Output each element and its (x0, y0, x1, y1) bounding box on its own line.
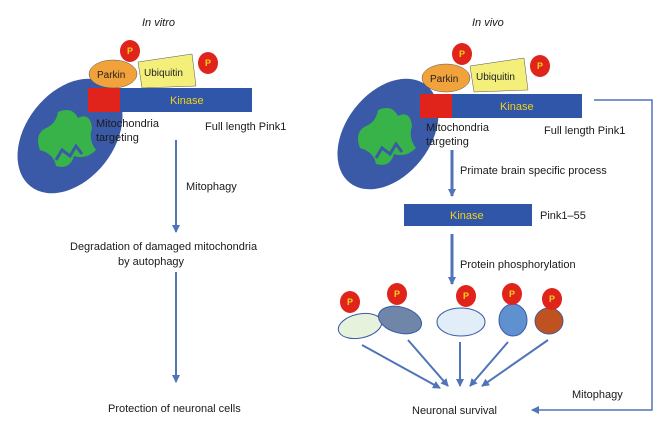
phospho-badge: P (452, 43, 472, 65)
phospho-badge: P (198, 52, 218, 74)
primate-process-label: Primate brain specific process (460, 165, 607, 177)
svg-text:P: P (394, 289, 400, 299)
mitophagy-label-left: Mitophagy (186, 181, 237, 193)
ubiquitin-right (469, 57, 529, 93)
svg-text:P: P (127, 46, 133, 56)
pink1-55-kinase (404, 204, 532, 226)
substrate-2: P (377, 283, 423, 335)
kinase-label-left: Kinase (170, 95, 204, 107)
ubiquitin-label-left: Ubiquitin (144, 68, 183, 79)
in-vitro-heading: In vitro (142, 17, 175, 29)
arrow-substrate-1 (361, 344, 441, 389)
kinase-domain-left (120, 88, 252, 112)
parkin-label-left: Parkin (97, 70, 125, 81)
svg-text:P: P (347, 297, 353, 307)
kinase-domain-right (452, 94, 582, 118)
degradation-label: Degradation of damaged mitochondria (70, 241, 258, 253)
mito-targeting-domain-right (420, 94, 452, 118)
arrow-mitophagy-right (531, 99, 653, 414)
arrow-substrate-5 (481, 339, 549, 387)
mitophagy-label-right: Mitophagy (572, 389, 623, 401)
svg-text:P: P (459, 49, 465, 59)
substrate-4: P (498, 283, 528, 337)
substrate-5: P (534, 288, 564, 335)
phospho-badge: P (530, 55, 550, 77)
protein-phosphorylation-label: Protein phosphorylation (460, 259, 576, 271)
mito-targeting-label-right: Mitochondria (426, 122, 490, 134)
arrow-substrate-2 (407, 339, 449, 387)
ubiquitin-label-right: Ubiquitin (476, 72, 515, 83)
mito-targeting-label-left: Mitochondria (96, 118, 160, 130)
mito-targeting-domain-left (88, 88, 120, 112)
mitochondrion-right (337, 78, 439, 190)
phospho-badge: P (120, 40, 140, 62)
parkin-label-right: Parkin (430, 74, 458, 85)
svg-text:P: P (537, 61, 543, 71)
full-length-pink1-right: Full length Pink1 (544, 125, 625, 137)
mito-targeting-label-right-2: targeting (426, 136, 469, 148)
parkin-left (88, 59, 138, 89)
substrate-1: P (337, 291, 383, 340)
substrate-3: P (436, 285, 486, 337)
parkin-right (421, 63, 471, 93)
full-length-pink1-left: Full length Pink1 (205, 121, 286, 133)
kinase-short-label: Kinase (450, 210, 484, 222)
pink1-55-label: Pink1–55 (540, 210, 586, 222)
mito-targeting-label-left-2: targeting (96, 132, 139, 144)
svg-text:P: P (509, 289, 515, 299)
arrow-substrate-4 (469, 341, 509, 387)
svg-text:P: P (549, 294, 555, 304)
neuronal-survival-label: Neuronal survival (412, 405, 497, 417)
svg-text:P: P (205, 58, 211, 68)
kinase-label-right: Kinase (500, 101, 534, 113)
protection-label: Protection of neuronal cells (108, 403, 241, 415)
svg-text:P: P (463, 291, 469, 301)
ubiquitin-left (137, 53, 197, 89)
in-vivo-heading: In vivo (472, 17, 504, 29)
degradation-label-2: by autophagy (118, 256, 185, 268)
